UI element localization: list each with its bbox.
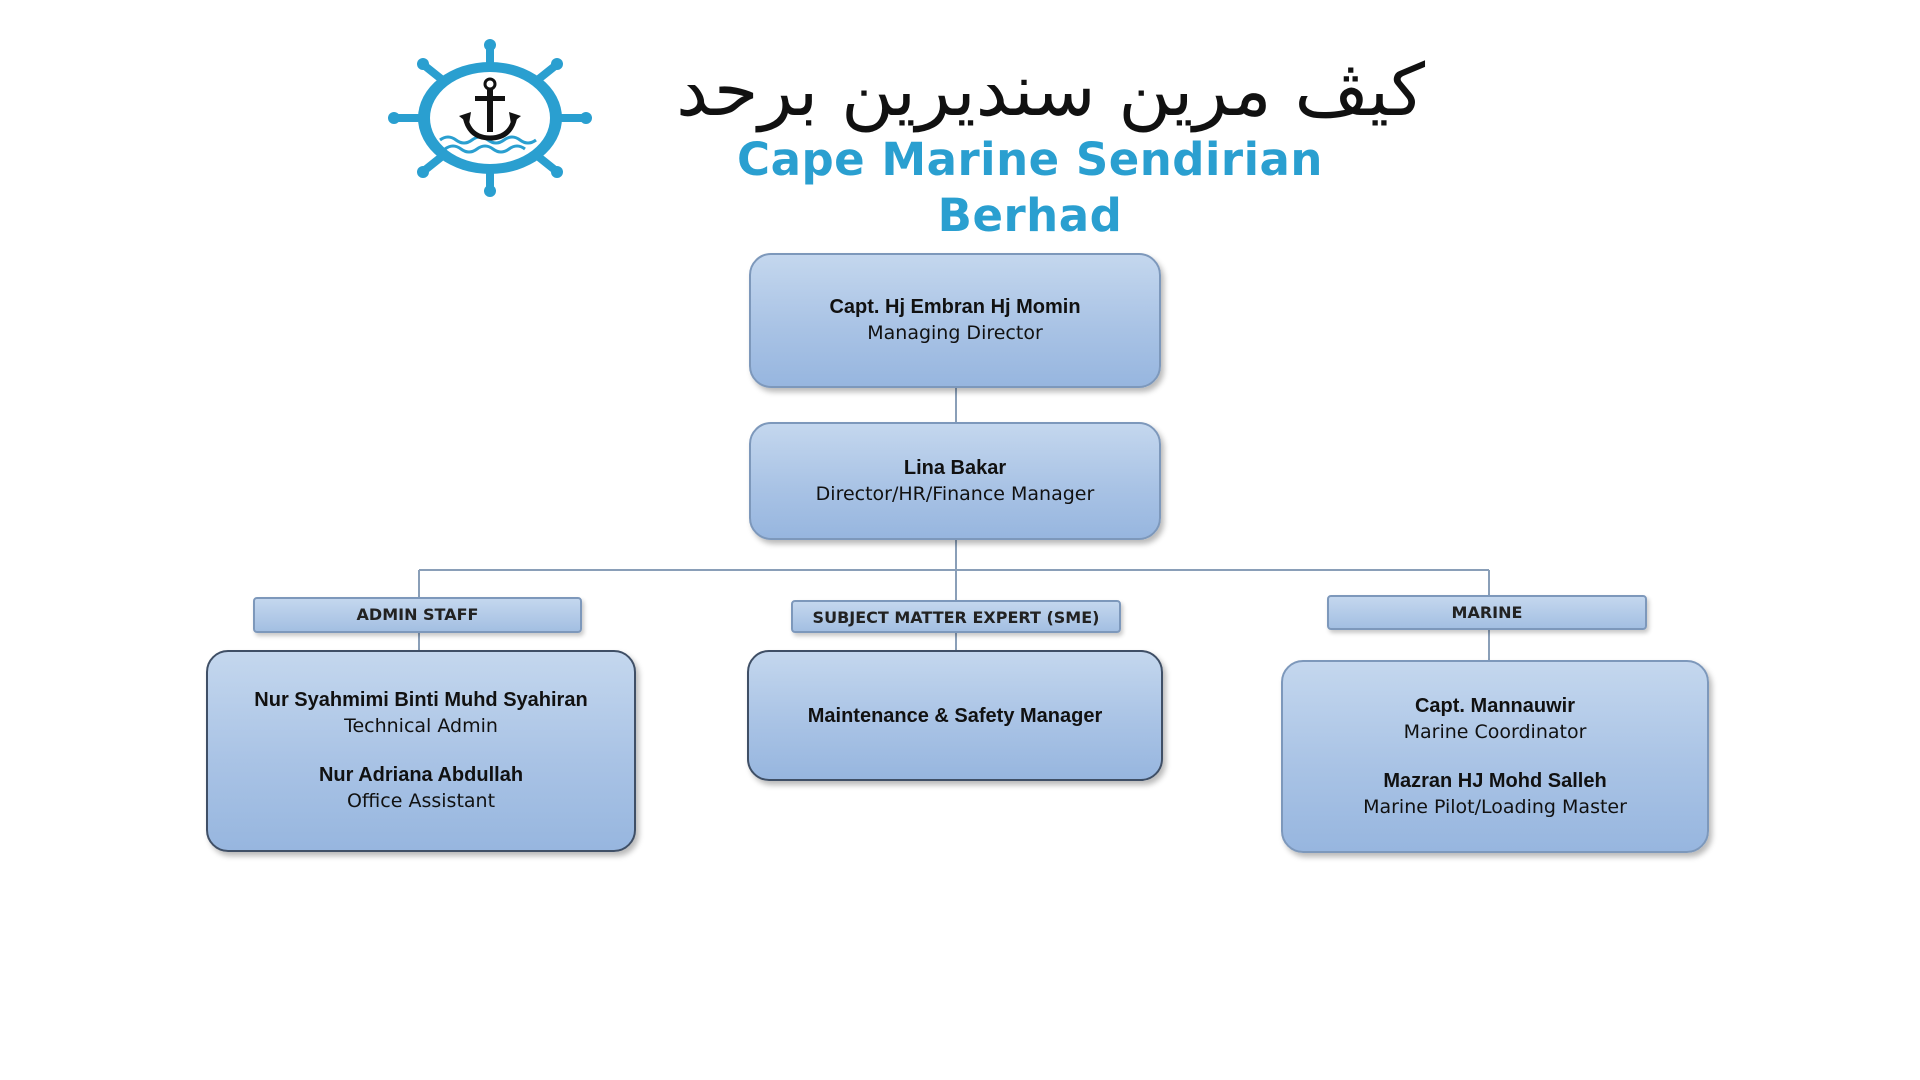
admin-member-role: Office Assistant — [346, 790, 496, 812]
sme-box[interactable]: Maintenance & Safety Manager — [747, 650, 1163, 781]
managing-director-box[interactable]: Capt. Hj Embran Hj Momin Managing Direct… — [749, 253, 1161, 388]
managing-director-name: Capt. Hj Embran Hj Momin — [829, 296, 1081, 318]
admin-member-role: Technical Admin — [344, 715, 498, 737]
marine-member-name: Mazran HJ Mohd Salleh — [1383, 769, 1607, 792]
admin-member-name: Nur Syahmimi Binti Muhd Syahiran — [254, 689, 588, 711]
ship-wheel-anchor-icon — [388, 39, 592, 197]
sme-header: SUBJECT MATTER EXPERT (SME) — [791, 600, 1121, 633]
marine-member-role: Marine Coordinator — [1403, 720, 1587, 743]
company-name-jawi: كيڤ مرين سنديرين برحد — [676, 48, 1425, 132]
admin-staff-header: ADMIN STAFF — [253, 597, 582, 633]
director-box[interactable]: Lina Bakar Director/HR/Finance Manager — [749, 422, 1161, 540]
marine-member-role: Marine Pilot/Loading Master — [1363, 795, 1627, 818]
director-role: Director/HR/Finance Manager — [815, 482, 1095, 505]
admin-member-name: Nur Adriana Abdullah — [318, 764, 524, 786]
admin-staff-box[interactable]: Nur Syahmimi Binti Muhd Syahiran Technic… — [206, 650, 636, 852]
marine-box[interactable]: Capt. Mannauwir Marine Coordinator Mazra… — [1281, 660, 1709, 853]
marine-header: MARINE — [1327, 595, 1647, 630]
marine-member-name: Capt. Mannauwir — [1414, 694, 1575, 717]
company-name: Cape Marine Sendirian Berhad — [737, 133, 1323, 242]
sme-member-name: Maintenance & Safety Manager — [807, 704, 1103, 727]
director-name: Lina Bakar — [903, 456, 1007, 479]
managing-director-role: Managing Director — [867, 322, 1043, 344]
